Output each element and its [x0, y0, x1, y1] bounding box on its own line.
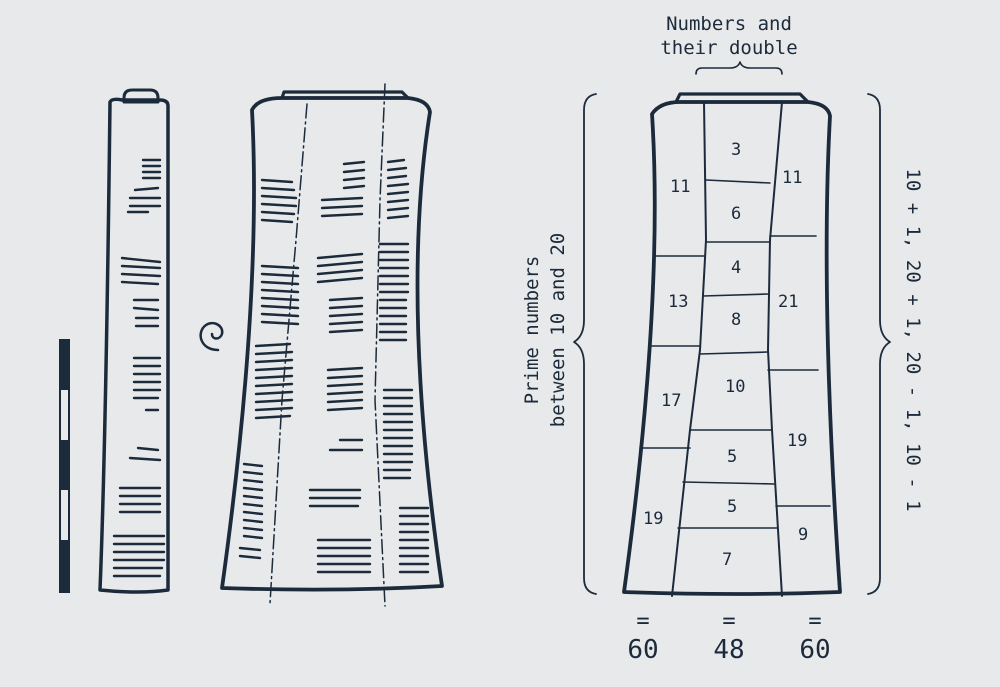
rotation-symbol	[199, 321, 224, 352]
side-notches	[112, 158, 166, 578]
middle-number: 10	[725, 377, 745, 397]
middle-number: 5	[727, 497, 737, 517]
sum-middle-value: 48	[713, 635, 744, 665]
top-label-line1: Numbers and	[666, 13, 792, 35]
middle-number: 5	[727, 447, 737, 467]
right-number: 19	[787, 431, 807, 451]
sum-middle-equals: =	[722, 609, 735, 634]
right-number: 11	[782, 168, 802, 188]
schematic-grid	[639, 101, 831, 597]
bone-front-view	[220, 83, 444, 607]
bone-side-view	[98, 88, 170, 594]
left-number: 17	[661, 391, 681, 411]
right-number: 9	[798, 525, 808, 545]
left-brace	[573, 93, 597, 595]
left-number: 13	[668, 292, 688, 312]
middle-column-numbers: 3 6 4 8 10 5 5 7	[722, 140, 745, 570]
bone-schematic: 11 13 17 19 3 6 4 8 10 5 5 7 11 21 19 9	[622, 92, 842, 597]
sum-right-equals: =	[808, 609, 821, 634]
right-label-text: 10 + 1, 20 + 1, 20 - 1, 10 - 1	[902, 168, 924, 511]
left-column-numbers: 11 13 17 19	[643, 177, 690, 529]
scale-bar	[59, 339, 70, 593]
middle-number: 8	[731, 310, 741, 330]
middle-number: 6	[731, 204, 741, 224]
left-label: Prime numbers between 10 and 20	[521, 233, 569, 427]
right-column-numbers: 11 21 19 9	[778, 168, 808, 545]
right-brace	[867, 93, 891, 595]
middle-number: 7	[722, 550, 732, 570]
right-number: 21	[778, 292, 798, 312]
middle-number: 3	[731, 140, 741, 160]
front-notches	[238, 158, 430, 574]
middle-number: 4	[731, 258, 741, 278]
left-number: 19	[643, 509, 663, 529]
sum-left-equals: =	[636, 609, 649, 634]
sum-right-value: 60	[799, 635, 830, 665]
top-label: Numbers and their double	[660, 13, 798, 75]
sum-left-value: 60	[627, 635, 658, 665]
top-label-line2: their double	[660, 37, 797, 59]
left-label-line1: Prime numbers	[521, 256, 543, 405]
top-brace	[695, 61, 783, 75]
left-number: 11	[670, 177, 690, 197]
right-label: 10 + 1, 20 + 1, 20 - 1, 10 - 1	[902, 168, 924, 511]
left-label-line2: between 10 and 20	[547, 233, 569, 427]
column-sums: = 60 = 48 = 60	[627, 609, 830, 665]
